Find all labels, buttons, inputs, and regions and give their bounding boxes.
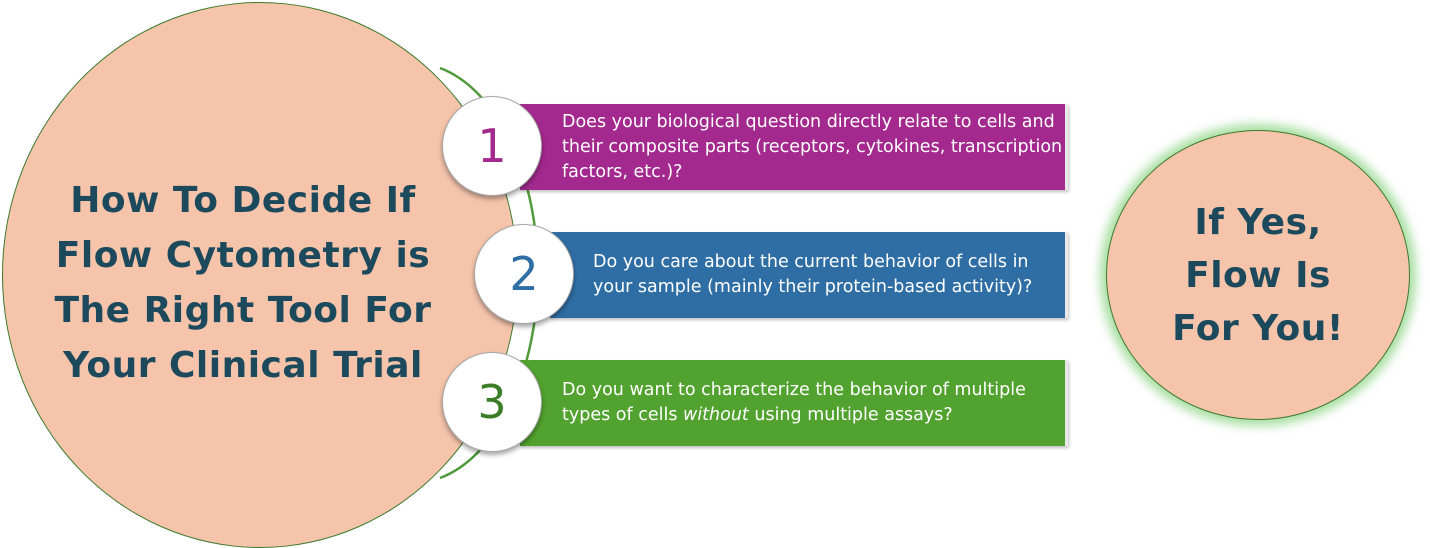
title-line: The Right Tool For <box>54 290 432 331</box>
title-line: Flow Cytometry is <box>55 235 431 276</box>
step-3-text-before: Do you want to characterize the behavior… <box>562 380 1026 425</box>
step-3-number-badge: 3 <box>442 352 542 452</box>
step-1-banner: Does your biological question directly r… <box>520 104 1068 190</box>
step-2-number-badge: 2 <box>474 224 574 324</box>
title-circle: How To Decide If Flow Cytometry is The R… <box>2 2 518 548</box>
step-3-banner: Do you want to characterize the behavior… <box>520 360 1068 446</box>
step-2-number: 2 <box>509 247 539 301</box>
conclusion-line: If Yes, <box>1194 201 1322 243</box>
step-1-text: Does your biological question directly r… <box>562 111 1063 182</box>
step-1-number-badge: 1 <box>442 96 542 196</box>
step-3-number: 3 <box>477 375 507 429</box>
step-3-text-emphasis: without <box>683 405 749 425</box>
step-1-number: 1 <box>477 119 507 173</box>
conclusion-line: For You! <box>1172 307 1344 349</box>
step-2-banner: Do you care about the current behavior o… <box>550 232 1068 318</box>
conclusion-text: If Yes, Flow Is For You! <box>1138 196 1378 355</box>
title-line: Your Clinical Trial <box>63 345 423 386</box>
conclusion-line: Flow Is <box>1185 254 1331 296</box>
step-3-text-after: using multiple assays? <box>748 405 953 425</box>
title-line: How To Decide If <box>70 180 416 221</box>
page-title: How To Decide If Flow Cytometry is The R… <box>33 173 453 393</box>
conclusion-circle: If Yes, Flow Is For You! <box>1106 130 1410 420</box>
step-3-text: Do you want to characterize the behavior… <box>562 378 1065 428</box>
step-2-text: Do you care about the current behavior o… <box>593 252 1033 297</box>
